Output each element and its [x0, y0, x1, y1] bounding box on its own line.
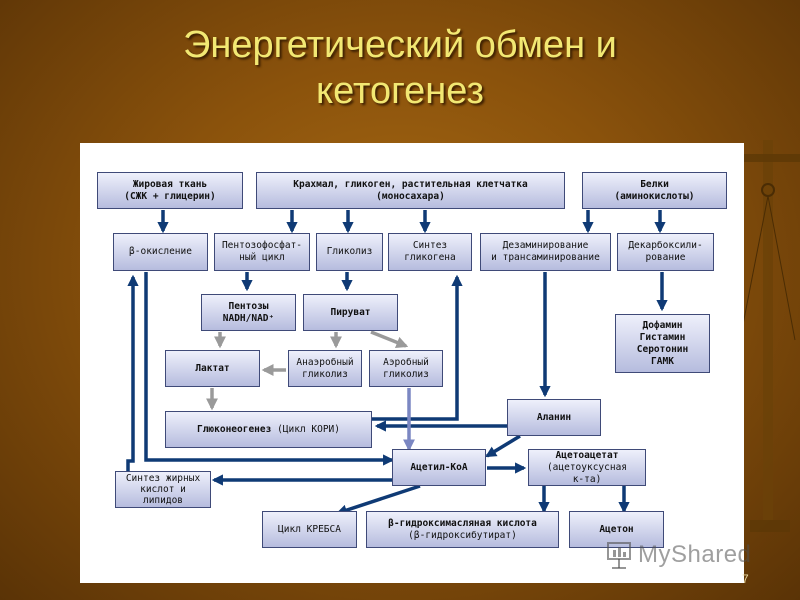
gluconeogenesis-label: Глюконеогенез	[196, 423, 272, 435]
anaerobic-glycolysis-box: Анаэробный гликолиз	[288, 350, 362, 387]
watermark: MyShared	[606, 538, 766, 572]
alanine-box: Аланин	[507, 399, 601, 436]
bhb-note: (β-гидроксибутират)	[408, 529, 517, 541]
diagram-panel: Жировая ткань (СЖК + глицерин) Крахмал, …	[80, 143, 744, 583]
acetoacetate-label: Ацетоацетат	[555, 449, 619, 461]
gluconeogenesis-box: Глюконеогенез (Цикл КОРИ)	[165, 411, 372, 448]
amines-box: Дофамин Гистамин Серотонин ГАМК	[615, 314, 710, 373]
slide-title: Энергетический обмен и кетогенез	[183, 24, 617, 112]
arrow-layer	[126, 210, 668, 516]
arrow-pyruvate-to-aerobic	[370, 330, 409, 348]
glycogen-synthesis-box: Синтез гликогена	[388, 233, 472, 271]
page-number: 7	[742, 572, 749, 586]
arrow-lipids-to-beta	[126, 274, 139, 471]
acetoacetate-box: Ацетоацетат (ацетоуксусная к-та)	[528, 449, 646, 486]
arrow-gluconeo-to-glycogen	[372, 274, 463, 421]
lactate-box: Лактат	[165, 350, 260, 387]
watermark-text: MyShared	[638, 541, 752, 568]
glycolysis-box: Гликолиз	[316, 233, 383, 271]
acetone-box: Ацетон	[569, 511, 664, 548]
decarboxylation-box: Декарбоксили- рование	[617, 233, 714, 271]
proteins-box: Белки (аминокислоты)	[582, 172, 727, 209]
arrow-beta-to-acetyl	[144, 272, 395, 466]
arrow-acetyl-to-krebs	[335, 484, 421, 516]
aerobic-glycolysis-box: Аэробный гликолиз	[369, 350, 443, 387]
deamination-box: Дезаминирование и трансаминирование	[480, 233, 611, 271]
scales-decoration	[739, 140, 800, 532]
krebs-cycle-box: Цикл КРЕБСА	[262, 511, 357, 548]
acetyl-coa-box: Ацетил-КоА	[392, 449, 486, 486]
pyruvate-box: Пируват	[303, 294, 398, 331]
fat-tissue-box: Жировая ткань (СЖК + глицерин)	[97, 172, 243, 209]
pentoses-box: Пентозы NADH/NAD⁺	[201, 294, 296, 331]
gluconeogenesis-note: (Цикл КОРИ)	[277, 423, 340, 435]
lipid-synthesis-box: Синтез жирных кислот и липидов	[115, 471, 211, 508]
acetoacetate-note: (ацетоуксусная к-та)	[546, 461, 628, 485]
beta-oxidation-box: β-окисление	[113, 233, 208, 271]
starch-box: Крахмал, гликоген, растительная клетчатк…	[256, 172, 565, 209]
presentation-icon	[607, 542, 631, 569]
pentose-cycle-box: Пентозофосфат- ный цикл	[214, 233, 310, 271]
bhb-label: β-гидроксимасляная кислота	[388, 517, 537, 529]
bhb-box: β-гидроксимасляная кислота (β-гидроксибу…	[366, 511, 559, 548]
arrow-alanine-to-acetyl	[485, 434, 521, 458]
